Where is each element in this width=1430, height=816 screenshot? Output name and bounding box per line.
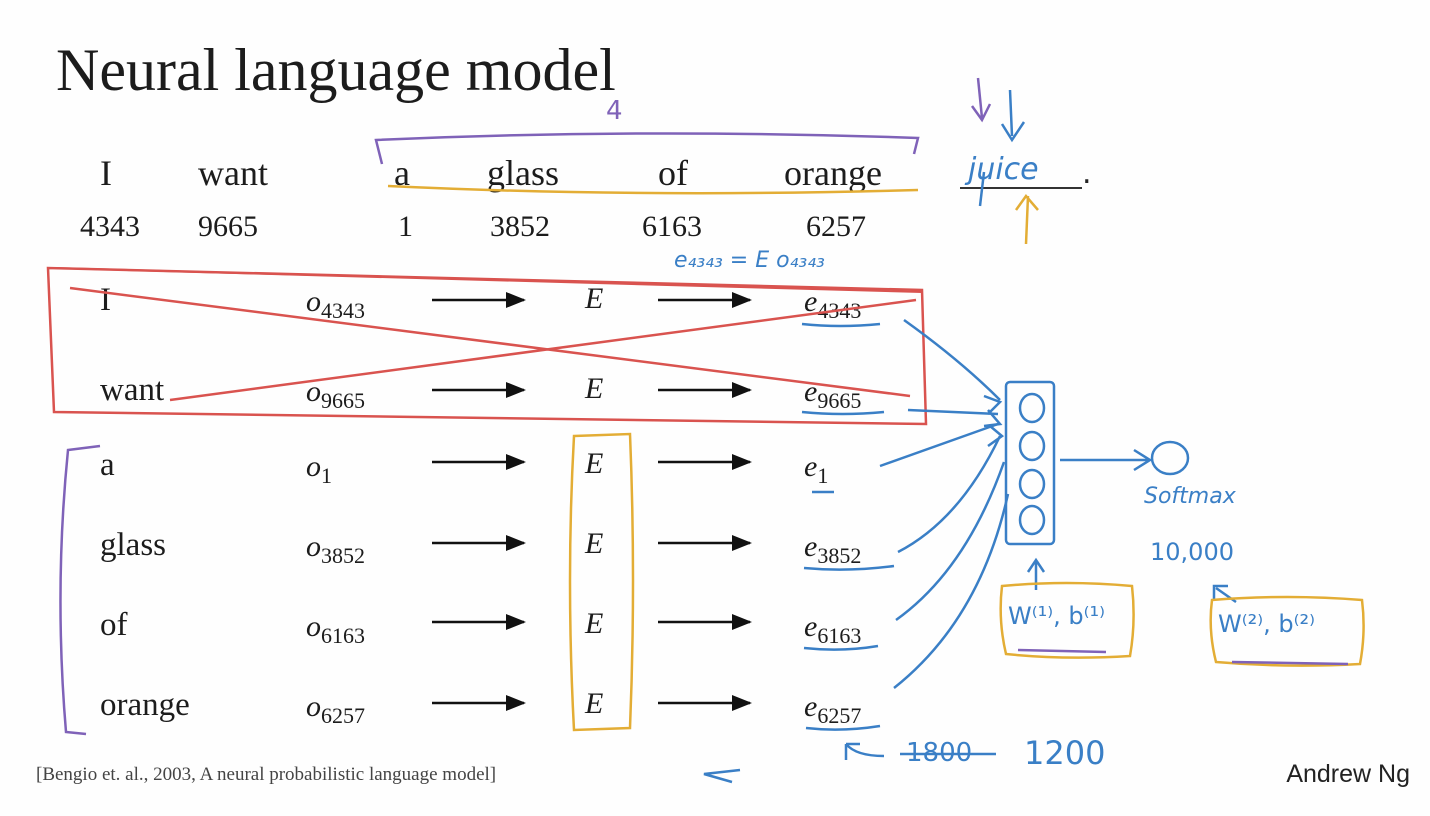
context-underline [387,184,919,195]
author-name: Andrew Ng [1286,760,1410,788]
arrow-icon [1060,448,1153,472]
cross-icon [169,298,917,402]
citation: [Bengio et. al., 2003, A neural probabil… [36,764,497,785]
row-word: a [100,447,115,483]
row-word: I [100,282,111,318]
vocab-size: 10,000 [1150,538,1234,566]
softmax-params-box [1209,595,1365,667]
embedding-matrix: E [585,372,604,405]
params-underline [1231,660,1349,666]
embedding-matrix: E [585,687,604,720]
word-index: 3852 [490,210,550,243]
word-index: 9665 [198,210,258,243]
removed-rows-box [53,267,923,293]
down-arrow-icon [970,77,992,123]
hidden-arrows [879,318,1010,689]
row-word: of [100,607,128,643]
left-arrow-icon [844,742,885,760]
embedding-matrix: E [585,282,604,315]
hidden-layer-box [1004,380,1056,546]
word-index: 4343 [80,210,140,243]
sentence-word: want [198,153,268,193]
sentence-word: glass [487,153,559,193]
hidden-units [1018,392,1046,536]
embedding-equation: e₄₃₄₃ = E o₄₃₄₃ [674,248,825,273]
embedding-vector: e3852 [804,530,862,568]
embedding-underlines [801,322,895,731]
juice-stroke [978,171,986,207]
onehot-vector: o1 [306,450,332,488]
word-index: 6163 [642,210,702,243]
embedding-vector: e6163 [804,610,862,648]
left-arrow-icon [703,768,741,784]
onehot-vector: o6257 [306,690,365,728]
cross-icon [69,286,911,398]
e-column-box [568,432,635,732]
flow-arrows [432,292,752,711]
sentence-word: a [394,153,410,193]
window-size-note: 4 [606,96,623,126]
down-arrow-icon [1000,89,1026,143]
embedding-vector: e1 [804,450,829,488]
dim-new: 1200 [1024,734,1106,772]
slide-title: Neural language model [56,37,616,103]
sentence-word: of [658,153,688,193]
sentence-word: orange [784,153,882,193]
row-word: want [100,372,165,408]
onehot-vector: o6163 [306,610,365,648]
row-word: glass [100,527,166,563]
hidden-params: W⁽¹⁾, b⁽¹⁾ [1008,602,1106,630]
removed-rows-box [46,266,928,426]
softmax-label: Softmax [1144,484,1236,509]
rows-bracket [59,444,101,736]
softmax-unit [1150,440,1190,476]
up-arrow-icon [1026,557,1046,590]
target-word: juice [968,152,1039,187]
onehot-vector: o9665 [306,375,365,413]
word-index: 1 [398,210,413,243]
context-bracket [374,132,920,165]
onehot-vector: o4343 [306,285,365,323]
up-arrow-icon [1014,193,1039,245]
row-word: orange [100,687,190,723]
embedding-matrix: E [585,527,604,560]
sentence-period: . [1082,156,1092,191]
onehot-vector: o3852 [306,530,365,568]
sentence-word: I [100,153,112,193]
hidden-params-box [999,581,1135,659]
softmax-params: W⁽²⁾, b⁽²⁾ [1218,610,1316,638]
embedding-vector: e6257 [804,690,862,728]
embedding-matrix: E [585,607,604,640]
embedding-matrix: E [585,447,604,480]
params-underline [1017,648,1107,654]
word-index: 6257 [806,210,866,243]
